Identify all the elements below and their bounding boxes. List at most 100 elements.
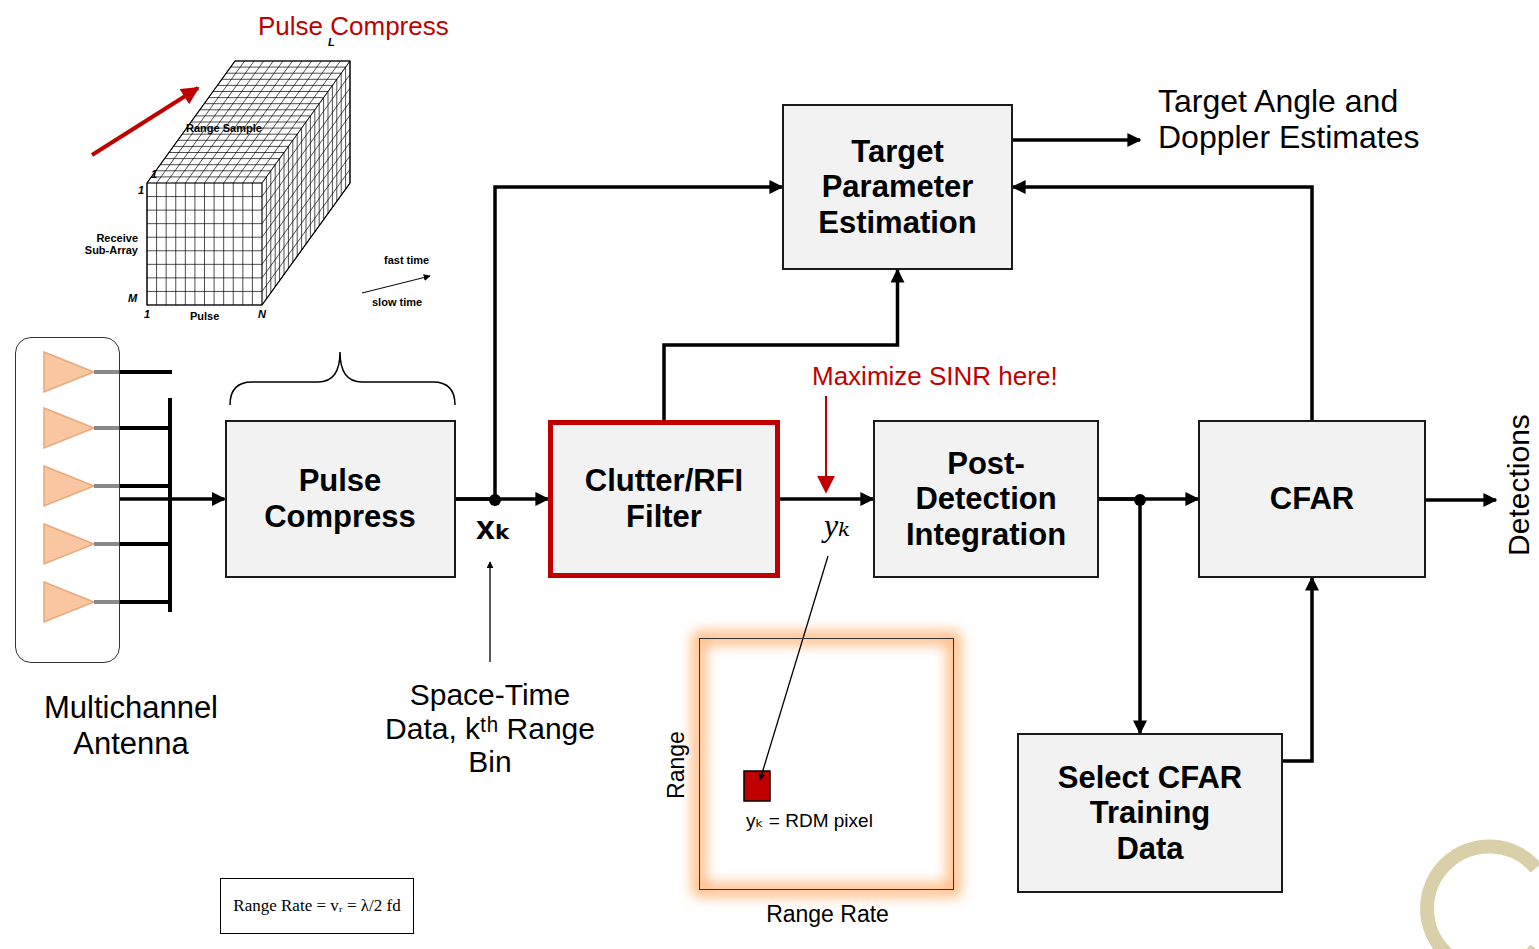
cube-grid-line <box>178 140 293 141</box>
cube-grid-line <box>169 152 284 153</box>
cube-grid-line <box>262 183 263 305</box>
antenna-bus <box>168 398 172 612</box>
antenna-housing: Multichannel Antenna <box>15 337 120 663</box>
cube-grid-line <box>156 170 271 171</box>
node-text: Range Rate <box>700 901 955 928</box>
cube-grid-line <box>323 98 324 220</box>
cube-outline <box>147 61 350 305</box>
label-text: slow time <box>372 296 422 308</box>
data-cube <box>147 61 350 305</box>
cube-grid-line <box>217 85 332 86</box>
label-text: Target Angle and Doppler Estimates <box>1158 84 1498 156</box>
cube-grid-line <box>165 158 280 159</box>
node-text: Range Rate = vᵣ = λ/2 fd <box>233 896 400 916</box>
label-text: M <box>128 292 137 304</box>
node-text: yₖ = RDM pixel <box>746 809 873 832</box>
flow-connector <box>1283 578 1312 761</box>
cube-grid-line <box>195 115 310 116</box>
cube-grid-line <box>297 134 298 256</box>
label-text: N <box>258 308 266 320</box>
output-arrow <box>1013 138 1140 142</box>
antenna-wire <box>94 426 120 430</box>
node-text: Range <box>663 731 690 799</box>
label-text: Pulse Compress <box>258 12 449 41</box>
antenna-wire <box>94 600 120 604</box>
cube-grid-line <box>160 164 275 165</box>
rdm-pixel <box>744 771 770 801</box>
cube-grid-line <box>204 183 205 305</box>
antenna-array <box>44 352 172 622</box>
cube-grid-line <box>147 210 262 211</box>
cube-grid-line <box>147 277 262 278</box>
cube-grid-line <box>204 103 319 104</box>
cube-grid-line <box>147 305 262 306</box>
callout-arrow <box>489 562 490 662</box>
label-text: fast time <box>384 254 429 266</box>
label-text: 1 <box>144 308 150 320</box>
cube-grid-line <box>147 183 262 184</box>
antenna-element <box>44 466 94 506</box>
node-text: Multichannel Antenna <box>11 690 251 761</box>
cube-grid-line <box>233 183 234 305</box>
cube-grid-line <box>284 153 285 275</box>
cube-grid-line <box>175 183 176 305</box>
cube-grid-line <box>279 159 280 281</box>
process-box: Select CFAR Training Data <box>1017 733 1283 893</box>
antenna-wire <box>120 426 172 430</box>
node-text: CFAR <box>1270 481 1354 517</box>
process-box: Pulse Compress <box>225 420 456 578</box>
cube-grid-line <box>262 183 263 305</box>
node-text: Clutter/RFI Filter <box>564 463 764 534</box>
flow-connector <box>664 270 898 420</box>
cube-grid-line <box>209 97 324 98</box>
cube-grid-line <box>319 104 320 226</box>
antenna-wire <box>120 484 172 488</box>
node-text: Pulse Compress <box>238 463 443 534</box>
cube-grid-line <box>341 73 342 195</box>
time-arrow <box>362 276 430 293</box>
process-box: Post-Detection Integration <box>873 420 1099 578</box>
cube-grid-line <box>292 140 293 262</box>
cube-grid-line <box>214 183 215 305</box>
node-text: Select CFAR Training Data <box>1053 760 1248 867</box>
label-text: Range Sample <box>186 122 262 134</box>
label-text: Receive Sub-Array <box>84 232 138 257</box>
antenna-wire <box>120 542 172 546</box>
antenna-wire <box>120 600 172 604</box>
label-text: Pulse <box>190 310 219 322</box>
cube-grid-line <box>147 250 262 251</box>
label-text: 1 <box>138 184 144 196</box>
label-text: Detections <box>1502 414 1536 556</box>
cube-grid-line <box>222 79 337 80</box>
flow-connector <box>1099 499 1140 733</box>
cube-bracket <box>230 352 455 405</box>
label-text: L <box>328 36 335 48</box>
filter-box: Clutter/RFI Filter <box>548 420 780 578</box>
cube-grid-line <box>275 165 276 287</box>
leader-line <box>760 556 828 780</box>
antenna-element <box>44 352 94 392</box>
cube-grid-line <box>194 183 195 305</box>
edge-label: xₖ <box>474 508 513 546</box>
cube-grid-line <box>242 183 243 305</box>
cube-grid-line <box>328 92 329 214</box>
cube-grid-line <box>173 146 288 147</box>
antenna-wire <box>94 542 120 546</box>
label-text: 1 <box>151 168 157 180</box>
edge-label: yₖ <box>822 508 852 544</box>
cube-grid-line <box>156 183 157 305</box>
cube-grid-line <box>200 109 315 110</box>
cube-grid-line <box>306 122 307 244</box>
cube-grid-line <box>231 67 346 68</box>
cube-grid-line <box>332 85 333 207</box>
antenna-wire <box>94 370 120 374</box>
cube-grid-line <box>223 183 224 305</box>
callout-arrow <box>825 396 827 492</box>
cube-grid-line <box>213 91 328 92</box>
range-doppler-map: Rangeyₖ = RDM pixelRange Rate <box>699 638 954 890</box>
logo-fragment <box>1427 846 1536 949</box>
rdm-glow <box>699 638 954 890</box>
node-text: Target Parameter Estimation <box>795 134 1000 241</box>
